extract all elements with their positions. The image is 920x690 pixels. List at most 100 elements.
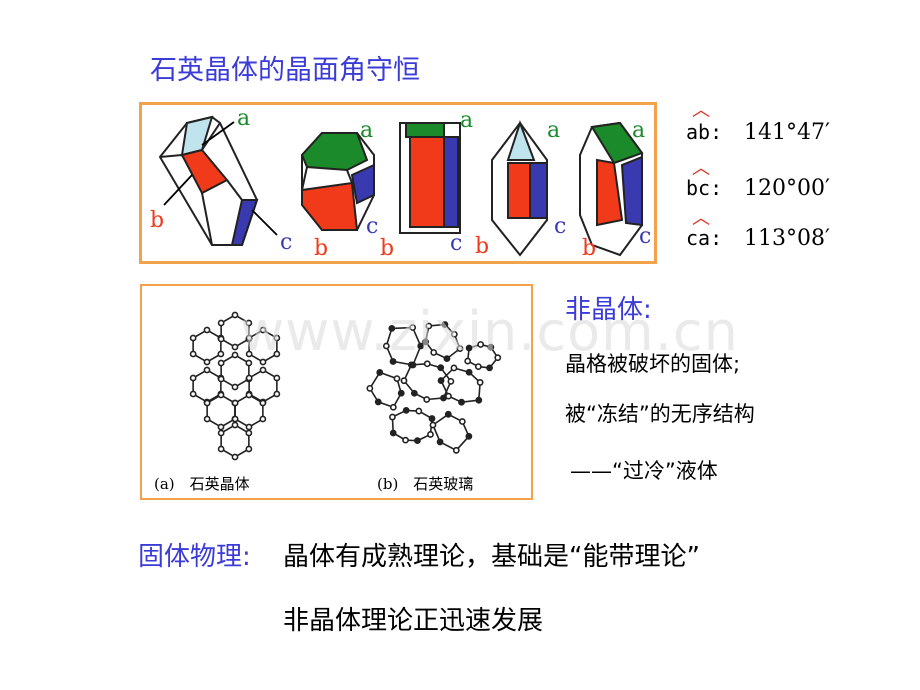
- lattice-atom: [273, 334, 281, 342]
- lattice-atom: [203, 415, 211, 423]
- glass-atom: [450, 330, 458, 338]
- crystal-figure-panel: a b c a b c a b c: [139, 102, 657, 264]
- lattice-atom: [217, 429, 225, 437]
- crystal-3-label-a: a: [460, 108, 473, 133]
- glass-ring: [391, 409, 433, 442]
- crystal-2-label-a: a: [360, 118, 373, 143]
- glass-atom: [487, 343, 495, 351]
- crystal-1-label-c: c: [280, 230, 292, 255]
- glass-atom: [452, 446, 460, 454]
- lattice-atom: [231, 343, 239, 351]
- lattice-figure-panel: (a) 石英晶体 (b) 石英玻璃: [140, 284, 533, 500]
- lattice-ring: [206, 394, 236, 428]
- glass-atom: [402, 407, 410, 414]
- lattice-atom: [231, 311, 239, 319]
- crystal-5-label-a: a: [632, 118, 645, 143]
- glass-atom: [417, 342, 425, 350]
- lattice-atom: [217, 391, 225, 399]
- quartz-glass-network: [366, 321, 502, 454]
- crystal-5-label-b: b: [582, 236, 596, 261]
- lattice-atom: [231, 421, 239, 429]
- lattice-atom: [203, 399, 211, 407]
- lattice-atom: [245, 429, 253, 437]
- lattice-atom: [189, 334, 197, 342]
- slide-title: 石英晶体的晶面角守恒: [150, 55, 420, 86]
- glass-atom: [465, 368, 473, 376]
- lattice-atom: [245, 391, 253, 399]
- glass-atom: [465, 432, 473, 440]
- glass-atom: [400, 377, 408, 385]
- lattice-atom: [217, 335, 225, 343]
- angle-ca-label: ca:: [686, 226, 723, 250]
- angle-ab: ab:141°47′: [686, 120, 830, 145]
- glass-atom: [389, 403, 397, 411]
- glass-atom: [476, 379, 484, 386]
- lattice-atom: [203, 358, 211, 366]
- glass-atom: [458, 398, 465, 406]
- crystal-1-label-a: a: [237, 106, 250, 131]
- glass-atom: [450, 364, 458, 372]
- amorphous-title: 非晶体:: [565, 295, 652, 325]
- lattice-atom: [245, 359, 253, 367]
- glass-atom: [429, 421, 437, 429]
- glass-atom: [465, 344, 473, 352]
- glass-atom: [366, 384, 374, 392]
- glass-atom: [382, 342, 390, 350]
- interfacial-angles: ︿ ab:141°47′ ︿ bc:120°00′ ︿ ca:113°08′: [686, 100, 856, 260]
- glass-atom: [409, 324, 417, 331]
- crystal-5: [579, 121, 644, 257]
- glass-atom: [376, 369, 384, 376]
- lattice-atom: [245, 319, 253, 327]
- angle-hat-icon: ︿: [692, 100, 710, 121]
- angle-bc-value: 120°00′: [744, 176, 830, 201]
- crystal-1: [158, 115, 259, 246]
- quartz-crystal-lattice: [189, 311, 281, 461]
- glass-atom: [374, 398, 382, 406]
- angle-bc: bc:120°00′: [686, 176, 830, 201]
- angle-ab-value: 141°47′: [744, 120, 830, 145]
- glass-atom: [430, 349, 438, 356]
- lattice-atom: [245, 423, 253, 431]
- lattice-atom: [259, 399, 267, 407]
- lattice-atom: [245, 350, 253, 358]
- physics-label: 固体物理:: [138, 542, 251, 572]
- glass-atom: [447, 377, 455, 385]
- glass-atom: [464, 357, 472, 365]
- glass-atom: [389, 358, 397, 365]
- lattice-atom: [217, 445, 225, 453]
- glass-atom: [414, 437, 421, 445]
- physics-text-1: 晶体有成熟理论，基础是“能带理论”: [283, 542, 700, 572]
- crystal-4-label-a: a: [547, 118, 560, 143]
- glass-atom: [422, 338, 429, 346]
- crystal-1-label-b: b: [150, 208, 164, 233]
- lattice-atom: [259, 415, 267, 423]
- lattice-atom: [259, 358, 267, 366]
- lattice-atom: [217, 359, 225, 367]
- crystal-5-label-c: c: [639, 224, 651, 249]
- glass-atom: [444, 410, 452, 418]
- lattice-ring: [220, 424, 250, 458]
- lattice-atom: [203, 326, 211, 334]
- crystal-2-label-c: c: [366, 214, 378, 239]
- lattice-atom: [189, 350, 197, 358]
- glass-atom: [456, 345, 464, 353]
- glass-atom: [402, 436, 409, 444]
- crystal-2-label-b: b: [314, 236, 328, 261]
- glass-atom: [494, 354, 502, 362]
- glass-atom: [474, 363, 482, 370]
- lattice-diagram: (a) 石英晶体 (b) 石英玻璃: [154, 311, 502, 493]
- glass-atom: [423, 360, 431, 368]
- glass-atom: [437, 364, 445, 372]
- lattice-atom: [231, 415, 239, 423]
- glass-atom: [425, 322, 433, 330]
- crystal-3-label-b: b: [380, 236, 394, 261]
- glass-atom: [389, 429, 397, 437]
- lattice-atom: [231, 351, 239, 359]
- lattice-atom: [217, 350, 225, 358]
- glass-atom: [393, 375, 401, 383]
- lattice-atom: [189, 374, 197, 382]
- lattice-atom: [217, 423, 225, 431]
- glass-atom: [410, 389, 418, 397]
- amorphous-line-2: 被“冻结”的无序结构: [565, 402, 755, 426]
- crystal-2: [300, 132, 375, 231]
